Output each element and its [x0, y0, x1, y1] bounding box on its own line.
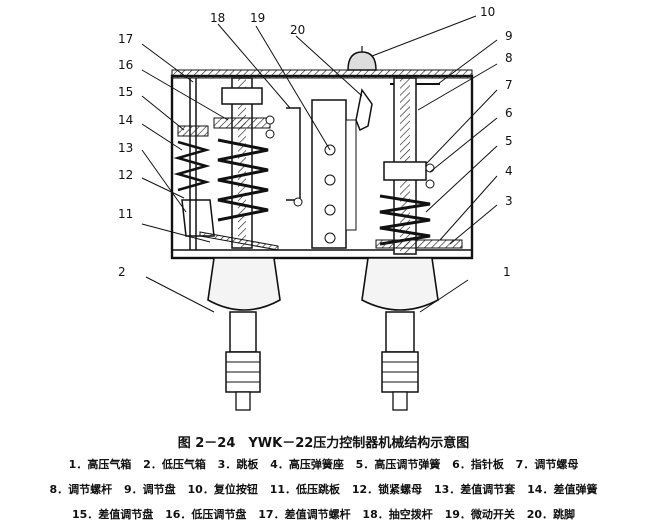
legend-item: 5．高压调节弹簧	[355, 458, 441, 471]
differential-spring-assembly	[173, 78, 215, 250]
jump-foot	[355, 88, 373, 132]
callout-label: 12	[118, 168, 133, 182]
callout-label: 20	[290, 23, 305, 37]
callout-label: 5	[505, 134, 513, 148]
callout-label: 11	[118, 207, 133, 221]
callout-label: 9	[505, 29, 513, 43]
legend-item: 18．抽空拨杆	[362, 508, 433, 521]
legend-item: 4．高压弹簧座	[270, 458, 344, 471]
callout-label: 19	[250, 11, 265, 25]
legend-item: 7．调节螺母	[515, 458, 579, 471]
legend-item: 9．调节盘	[124, 483, 176, 496]
callout-label: 8	[505, 51, 513, 65]
legend-item: 12．锁紧螺母	[351, 483, 423, 496]
legend-row: 15．差值调节盘 16．低压调节盘 17．差值调节螺杆 18．抽空拨杆 19．微…	[0, 506, 647, 522]
mechanical-structure-diagram: 1 2 3 4 5 6 7 8 9 10 11 12 13 14 15 16 1…	[118, 5, 513, 411]
callouts: 1 2 3 4 5 6 7 8 9 10 11 12 13 14 15 16 1…	[118, 5, 513, 313]
legend-item: 20．跳脚	[526, 508, 576, 521]
legend-item: 11．低压跳板	[269, 483, 340, 496]
high-pressure-bellows	[361, 257, 439, 411]
figure-caption: 图 2－24 YWK－22压力控制器机械结构示意图	[177, 436, 470, 451]
high-pressure-spring-assembly	[375, 77, 463, 255]
callout-label: 17	[118, 32, 133, 46]
legend-item: 16．低压调节盘	[165, 508, 247, 521]
legend-item: 10．复位按钮	[187, 483, 258, 496]
legend-item: 8．调节螺杆	[49, 483, 113, 496]
callout-label: 18	[210, 11, 225, 25]
legend-item: 13．差值调节套	[434, 483, 516, 496]
legend-row: 1．高压气箱 2．低压气箱 3．跳板 4．高压弹簧座 5．高压调节弹簧 6．指针…	[0, 456, 647, 472]
legend-item: 15．差值调节盘	[71, 508, 154, 521]
callout-label: 2	[118, 265, 126, 279]
legend-item: 14．差值弹簧	[527, 483, 598, 496]
legend-item: 6．指针板	[452, 458, 504, 471]
callout-label: 14	[118, 113, 133, 127]
callout-label: 16	[118, 58, 133, 72]
callout-label: 4	[505, 164, 513, 178]
callout-label: 6	[505, 106, 513, 120]
legend-row: 8．调节螺杆 9．调节盘 10．复位按钮 11．低压跳板 12．锁紧螺母 13．…	[0, 481, 647, 497]
microswitch	[286, 99, 357, 249]
callout-label: 10	[480, 5, 495, 19]
low-pressure-spring-assembly	[199, 77, 279, 251]
callout-label: 15	[118, 85, 133, 99]
callout-label: 1	[503, 265, 511, 279]
legend-item: 1．高压气箱	[68, 458, 132, 471]
legend-item: 3．跳板	[217, 458, 259, 471]
reset-button	[347, 46, 377, 71]
callout-label: 13	[118, 141, 133, 155]
housing	[170, 69, 474, 260]
callout-label: 7	[505, 78, 513, 92]
legend-item: 19．微动开关	[444, 508, 515, 521]
callout-label: 3	[505, 194, 513, 208]
low-pressure-bellows	[207, 257, 281, 411]
legend-item: 17．差值调节螺杆	[258, 508, 351, 521]
legend-item: 2．低压气箱	[143, 458, 206, 471]
